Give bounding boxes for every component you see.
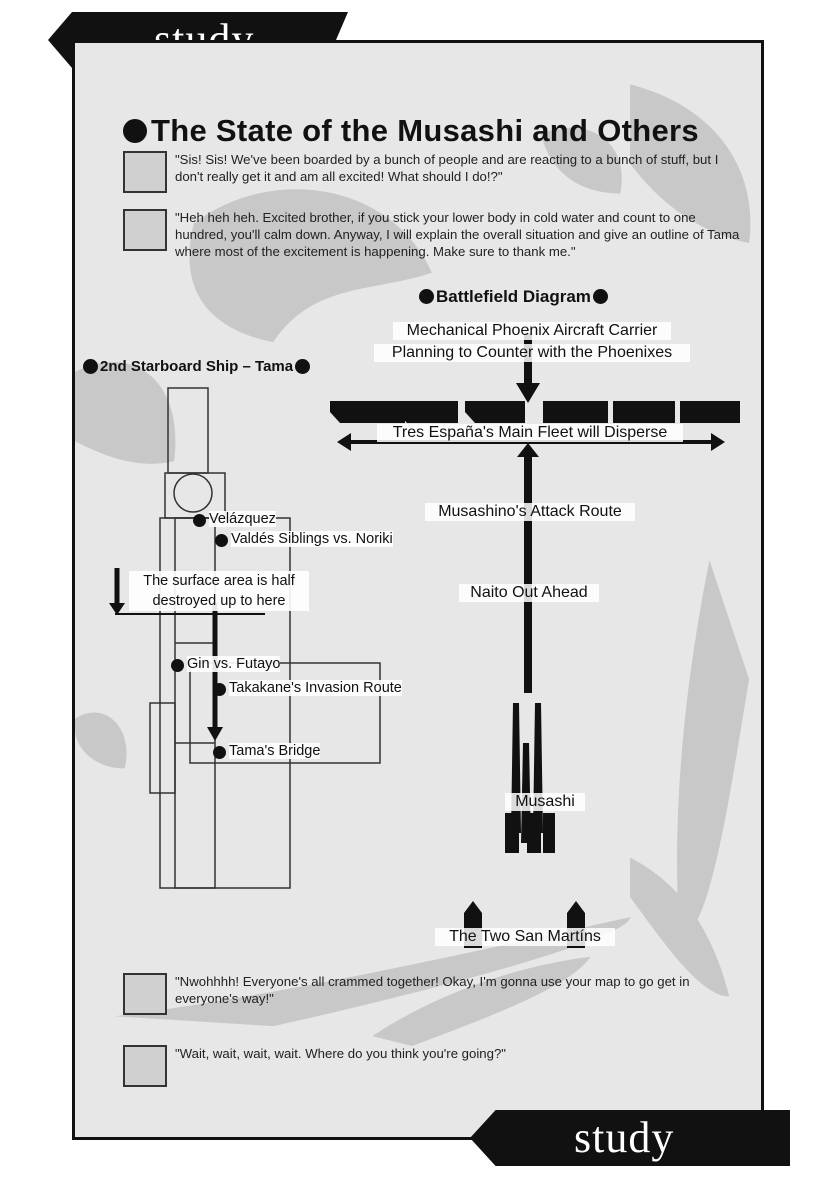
avatar-sister xyxy=(123,1045,167,1087)
avatar-sister xyxy=(123,209,167,251)
location-marker xyxy=(193,514,206,527)
label-surface-destroyed: The surface area is half destroyed up to… xyxy=(129,571,309,611)
page-title-text: The State of the Musashi and Others xyxy=(151,113,699,148)
location-marker xyxy=(213,683,226,696)
section-dot xyxy=(592,289,608,305)
dialogue-3-text: "Nwohhhh! Everyone's all crammed togethe… xyxy=(175,974,690,1006)
label-valdes: Valdés Siblings vs. Noriki xyxy=(231,531,393,547)
section-dot xyxy=(419,289,434,305)
section-dot xyxy=(295,358,311,374)
banner-title-bottom: study xyxy=(574,1113,675,1162)
battlefield-title: Battlefield Diagram xyxy=(419,287,608,307)
label-velazquez: Velázquez xyxy=(209,511,276,527)
label-san-martins: The Two San Martíns xyxy=(435,928,615,946)
label-tama-bridge: Tama's Bridge xyxy=(229,743,321,759)
label-carrier-line2: Planning to Counter with the Phoenixes xyxy=(374,344,690,362)
location-marker xyxy=(171,659,184,672)
ship-section-title: 2nd Starboard Ship – Tama xyxy=(83,358,311,376)
label-naito: Naito Out Ahead xyxy=(459,584,599,602)
label-attack-route: Musashino's Attack Route xyxy=(425,503,635,521)
dialogue-1-text: "Sis! Sis! We've been boarded by a bunch… xyxy=(175,152,719,184)
label-carrier-line1: Mechanical Phoenix Aircraft Carrier xyxy=(393,322,671,340)
section-dot xyxy=(83,358,98,374)
avatar-brother xyxy=(123,151,167,193)
label-fleet-disperse: Tres España's Main Fleet will Disperse xyxy=(377,424,683,442)
location-marker xyxy=(213,746,226,759)
label-takakane: Takakane's Invasion Route xyxy=(229,680,402,696)
ship-section-title-text: 2nd Starboard Ship – Tama xyxy=(100,358,294,375)
heading-dot-left xyxy=(123,118,147,143)
battlefield-title-text: Battlefield Diagram xyxy=(436,287,591,306)
label-gin-futayo: Gin vs. Futayo xyxy=(187,656,281,672)
dialogue-4-text: "Wait, wait, wait, wait. Where do you th… xyxy=(175,1046,506,1061)
label-musashi: Musashi xyxy=(505,793,585,811)
tree-silhouette xyxy=(75,84,751,1047)
content-frame: The State of the Musashi and Others "Sis… xyxy=(72,40,764,1140)
dialogue-2-text: "Heh heh heh. Excited brother, if you st… xyxy=(175,210,740,259)
avatar-brother xyxy=(123,973,167,1015)
location-marker xyxy=(215,534,228,547)
study-banner-bottom: study xyxy=(470,1110,790,1166)
